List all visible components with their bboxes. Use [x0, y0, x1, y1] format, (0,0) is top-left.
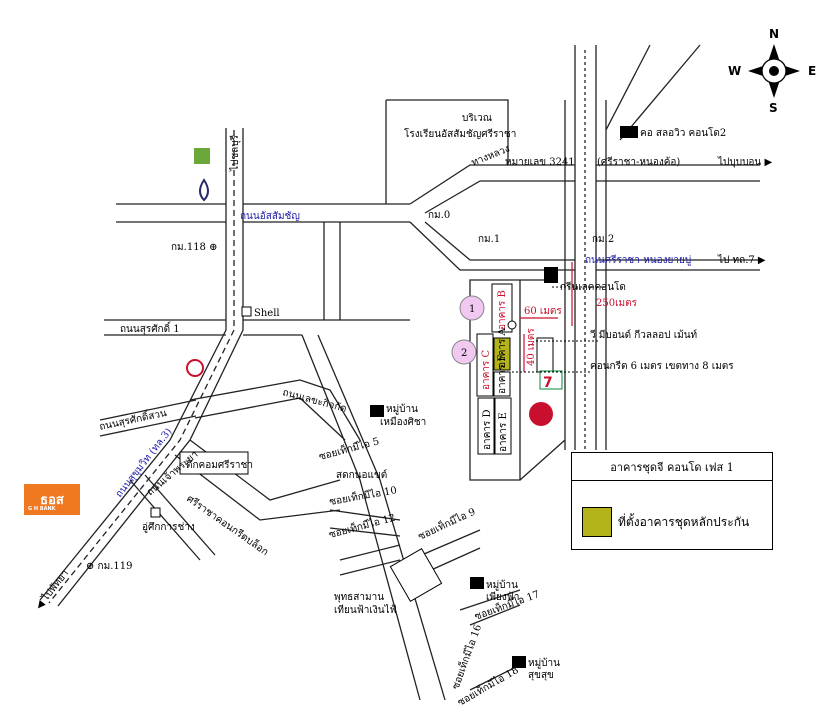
- office-label: สดกนอแขต์: [336, 469, 387, 481]
- seven-eleven-icon: 7: [543, 375, 553, 391]
- legend-title: อาคารชุดจี คอนโด เฟส 1: [572, 453, 772, 481]
- compass-s: S: [769, 101, 778, 115]
- building-d-label: อาคาร D: [482, 410, 493, 451]
- compass-w: W: [728, 64, 741, 78]
- to-bueng-label: ไปบุบบอน ▶: [717, 156, 772, 168]
- collateral-building: [493, 337, 511, 371]
- marker-2: [451, 339, 477, 365]
- assumption-road-label: ถนนอัสสัมชัญ: [240, 211, 300, 222]
- green-condo-icon: [544, 267, 558, 283]
- svg-text:7: 7: [543, 375, 553, 391]
- green-condo-label: กรีนเลคคอนโด: [560, 280, 626, 293]
- km119-label: ⊕ กม.119: [86, 561, 132, 572]
- building-b-label: อาคาร B: [497, 290, 508, 330]
- market-label: ศรีราชาคอนกรีตบล็อก: [184, 491, 272, 558]
- kasikorn-icon: [186, 359, 204, 377]
- leader-lines: [512, 286, 608, 373]
- village1-name-label: เหมืองศิชา: [380, 416, 426, 428]
- sriracha-nongyaibu-label: ถนนศรีราชา-หนองยายบู่: [585, 254, 691, 266]
- mall-label: ตึกคอมศรีราชา: [186, 459, 253, 471]
- bangkok-bank-icon: [199, 178, 209, 202]
- shell-label: Shell: [254, 308, 280, 319]
- ghb-logo-sub: G H BANK: [28, 506, 56, 512]
- distance-250-label: 250เมตร: [596, 298, 638, 309]
- building-a-label: อาคาร A: [497, 328, 508, 368]
- village3-icon: [512, 656, 526, 668]
- soi4-label: ซอยเท็กมีไอ 9: [415, 504, 477, 543]
- building-f-label: อาคาร F: [497, 355, 508, 394]
- central-icon: [529, 402, 553, 426]
- school-name-label: โรงเรียนอัสสัมชัญศรีราชา: [404, 127, 516, 140]
- village3-name-label: สุขสุข: [528, 670, 554, 681]
- village2-label: หมู่บ้าน: [486, 579, 518, 591]
- legend-swatch: [582, 507, 612, 537]
- ghb-logo-text: ธอส: [40, 493, 64, 508]
- road-network: [39, 44, 760, 701]
- shell-icon: [241, 306, 252, 317]
- krungthai-icon: [194, 148, 210, 164]
- building-e-label: อาคาร E: [498, 412, 509, 452]
- legend: อาคารชุดจี คอนโด เฟส 1 ที่ตั้งอาคารชุดหล…: [571, 452, 773, 550]
- distance-40-label: 40 เมตร: [526, 328, 537, 366]
- distance-60-label: 60 เมตร: [524, 306, 562, 317]
- compass-rose: N S W E: [728, 27, 816, 115]
- marker-1: [459, 295, 485, 321]
- sukhumvit-road-label: ถนนสุขุมวิท (ทล.3): [114, 426, 175, 500]
- condo-icons: [370, 126, 638, 668]
- temple-label: พุทธสามาน: [334, 592, 384, 603]
- sriracha-nongkho-label: (ศรีราชา-หนองค้อ): [597, 156, 680, 168]
- garage-icon: [150, 507, 161, 518]
- km0-label: กม.0: [428, 210, 450, 221]
- temple2-label: เทียนฟ้าเงินไฟ้: [334, 604, 397, 616]
- village2-icon: [470, 577, 484, 589]
- marker-2-label: 2: [461, 348, 467, 359]
- ghb-logo: ธอส G H BANK: [24, 484, 80, 515]
- compass-n: N: [769, 27, 779, 41]
- condo2-icon: [620, 126, 638, 138]
- km1-label: กม.1: [478, 234, 500, 245]
- village3-label: หมู่บ้าน: [528, 657, 560, 669]
- building-site: [179, 283, 563, 603]
- legend-item-label: ที่ตั้งอาคารชุดหลักประกัน: [618, 515, 750, 529]
- garage-label: อู่ศึกการช่าง: [142, 521, 195, 533]
- sukhumvit-top-label: ไปชลบุรี: [229, 134, 241, 172]
- to-pattaya-label: ◀ ไปพัทยา: [33, 567, 71, 611]
- to-7-label: ไป ทถ.7 ▶: [717, 254, 766, 266]
- village1-label: หมู่บ้าน: [386, 403, 418, 415]
- site-markers: 1 2: [451, 295, 517, 365]
- marker-1-label: 1: [469, 304, 475, 315]
- route-324-label: หมายเลข 3241: [505, 157, 575, 168]
- km118-label: กม.118 ⊕: [171, 242, 217, 253]
- compass-e: E: [808, 64, 816, 78]
- km2-label: กม.2: [592, 234, 614, 245]
- school-area-label: บริเวณ: [462, 113, 492, 124]
- concrete-label: คอนกรีต 6 เมตร เขตทาง 8 เมตร: [590, 360, 734, 372]
- surasak1-label: ถนนสุรศักดิ์ 1: [120, 321, 180, 335]
- shop-right-label: วี มีบอนด์ กีวลลอป เม้นท์: [590, 329, 698, 341]
- village2-name-label: เพียงฟ้า: [486, 591, 519, 603]
- soi6-label: ซอยเท็กมีไอ 16: [448, 622, 484, 691]
- building-c-label: อาคาร C: [481, 350, 492, 390]
- village1-icon: [370, 405, 384, 417]
- bank-icons: [150, 148, 553, 518]
- condo2-label: คอ สลอวิว คอนโด2: [640, 126, 726, 139]
- dimension-arrows: [520, 262, 573, 372]
